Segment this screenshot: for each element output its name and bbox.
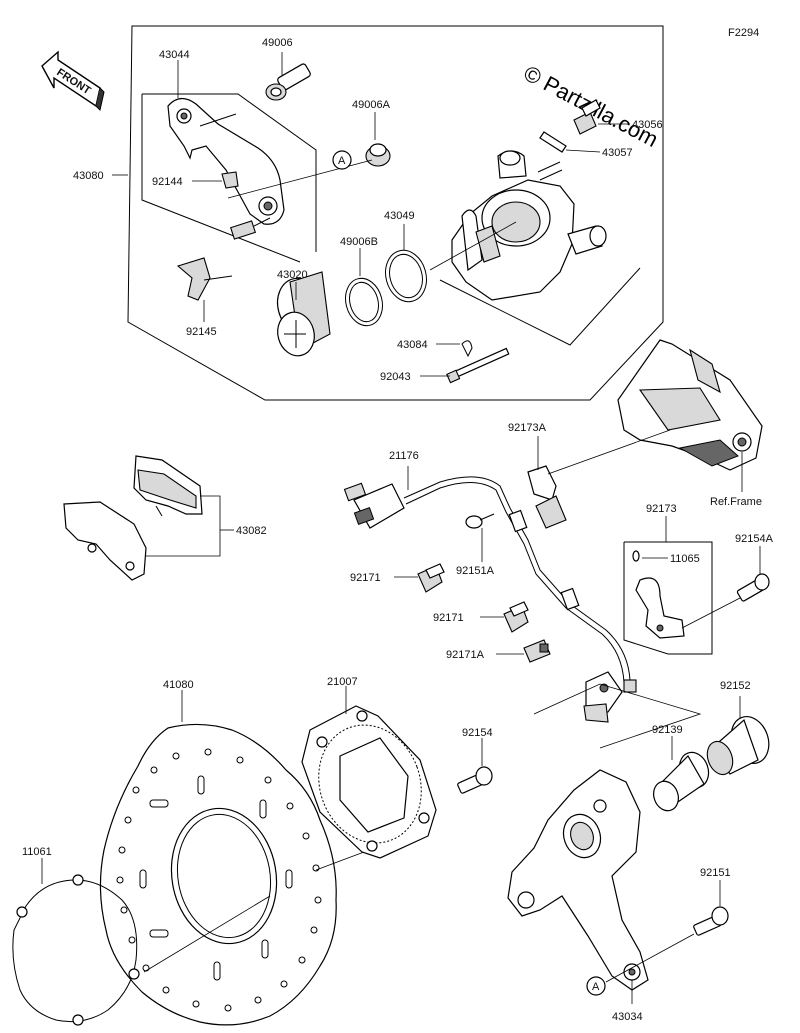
bracket-box-92173 (623, 541, 713, 655)
brake-pads-43082 (63, 455, 203, 581)
bracket-92173A (527, 465, 567, 529)
bracket-outline (141, 94, 301, 263)
label-92151A: 92151A (456, 565, 495, 577)
label-92139: 92139 (652, 724, 683, 736)
label-43082: 43082 (236, 525, 267, 537)
figure-code: F2294 (728, 27, 759, 39)
callout-a-bottom-letter: A (592, 981, 600, 993)
label-11065: 11065 (670, 553, 700, 565)
spring-92145 (176, 257, 233, 301)
label-92154A: 92154A (735, 533, 774, 545)
label-21176: 21176 (389, 450, 419, 462)
label-92173A: 92173A (508, 422, 547, 434)
label-92154: 92154 (462, 727, 493, 739)
label-43084: 43084 (397, 339, 428, 351)
bolt-92154 (457, 766, 493, 794)
label-92043: 92043 (380, 371, 411, 383)
clamp-92171A (523, 639, 551, 663)
label-43034: 43034 (612, 1011, 643, 1023)
label-41080: 41080 (163, 679, 194, 691)
label-43020: 43020 (277, 269, 308, 281)
bolt-92151A (465, 513, 495, 529)
seal-43049 (385, 249, 427, 303)
label-ref-frame: Ref.Frame (710, 496, 762, 508)
label-92145: 92145 (186, 326, 217, 338)
abs-rotor-21007 (301, 705, 437, 859)
clip-92144 (221, 171, 239, 189)
pad-outline (439, 267, 641, 346)
bleeder-43056 (573, 99, 601, 135)
label-43056: 43056 (632, 119, 663, 131)
lead-43057 (565, 149, 601, 153)
bolt-92154A (736, 573, 770, 602)
label-43044: 43044 (159, 49, 190, 61)
label-92171-a: 92171 (350, 572, 381, 584)
brake-disc-41080 (99, 723, 337, 1026)
label-92152: 92152 (720, 680, 751, 692)
bolt-92151 (693, 906, 729, 936)
callout-a-top-letter: A (338, 155, 346, 167)
label-92151: 92151 (700, 867, 731, 879)
boot-49006A (365, 143, 391, 167)
label-43057: 43057 (602, 147, 633, 159)
caliper-bracket-43034 (507, 769, 649, 991)
caliper-assembly-outline (127, 25, 664, 401)
front-arrow-icon: FRONT (41, 50, 105, 111)
bushing-92139 (653, 751, 710, 812)
cap-43057 (539, 131, 567, 153)
clamp-92171-b (503, 601, 529, 633)
caliper-body (451, 150, 607, 301)
clamp-92171-a (417, 563, 445, 593)
gasket-11061 (12, 874, 140, 1026)
pin-92043 (446, 347, 510, 384)
bracket-43082 (146, 495, 221, 557)
disc-holes (116, 748, 322, 1012)
bracket-92173 (632, 550, 685, 639)
label-92171-b: 92171 (433, 612, 464, 624)
caliper-bracket (167, 97, 285, 240)
label-21007: 21007 (327, 676, 358, 688)
label-11061: 11061 (22, 846, 52, 858)
piston-43020 (276, 271, 331, 357)
label-49006A: 49006A (352, 99, 391, 111)
callout-a-top (332, 150, 352, 170)
label-92144: 92144 (152, 176, 183, 188)
label-92171A: 92171A (446, 649, 485, 661)
label-43080: 43080 (73, 170, 104, 182)
label-92173: 92173 (646, 503, 677, 515)
clip-43084 (461, 340, 473, 358)
callout-a-bottom (586, 976, 606, 996)
collar-92152 (706, 716, 770, 776)
label-49006: 49006 (262, 37, 293, 49)
label-49006B: 49006B (340, 236, 378, 248)
bracket-outline-right (142, 93, 317, 252)
sensor-ref-lines (533, 683, 702, 749)
bolt-49006 (265, 63, 311, 101)
seal-49006B (345, 277, 383, 327)
abs-sensor-21176 (343, 476, 631, 683)
label-43049: 43049 (384, 210, 415, 222)
sensor-head (583, 671, 637, 723)
frame-reference (617, 339, 763, 471)
